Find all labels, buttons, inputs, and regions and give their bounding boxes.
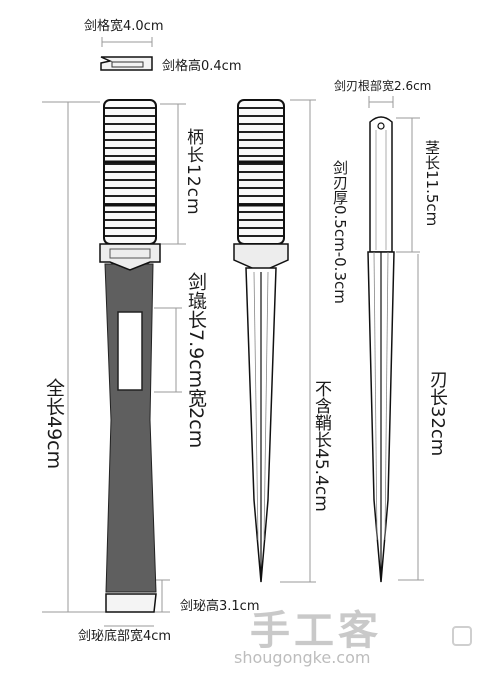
chape-height-label: 剑珌高3.1cm bbox=[180, 599, 260, 614]
dimension-lines bbox=[42, 37, 424, 627]
watermark-url: shougongke.com bbox=[234, 648, 371, 667]
watermark-logo-icon bbox=[452, 626, 472, 646]
handle-length-label: 柄长12cm bbox=[183, 128, 203, 216]
blade-thickness-label: 剑刃厚0.5cm-0.3cm bbox=[331, 160, 349, 304]
guard-height-label: 剑格高0.4cm bbox=[162, 59, 242, 74]
watermark-brand: 手工客 bbox=[250, 608, 382, 654]
guard-width-label: 剑格宽4.0cm bbox=[84, 19, 164, 34]
scabbard-slide-label: 剑璏长7.9cm宽2cm bbox=[185, 272, 207, 449]
sword-in-scabbard bbox=[99, 99, 161, 613]
total-length-label: 全长49cm bbox=[43, 378, 65, 470]
blade-and-tang bbox=[367, 116, 395, 583]
chape-bottom-width-label: 剑珌底部宽4cm bbox=[78, 629, 172, 644]
root-width-label: 剑刃根部宽2.6cm bbox=[334, 79, 432, 93]
blade-length-label: 刃长32cm bbox=[427, 370, 448, 457]
bare-sword bbox=[233, 99, 289, 583]
guard-piece bbox=[100, 56, 153, 71]
tang-length-label: 茎长11.5cm bbox=[423, 140, 441, 227]
without-scabbard-label: 不含鞘长45.4cm bbox=[311, 380, 331, 512]
